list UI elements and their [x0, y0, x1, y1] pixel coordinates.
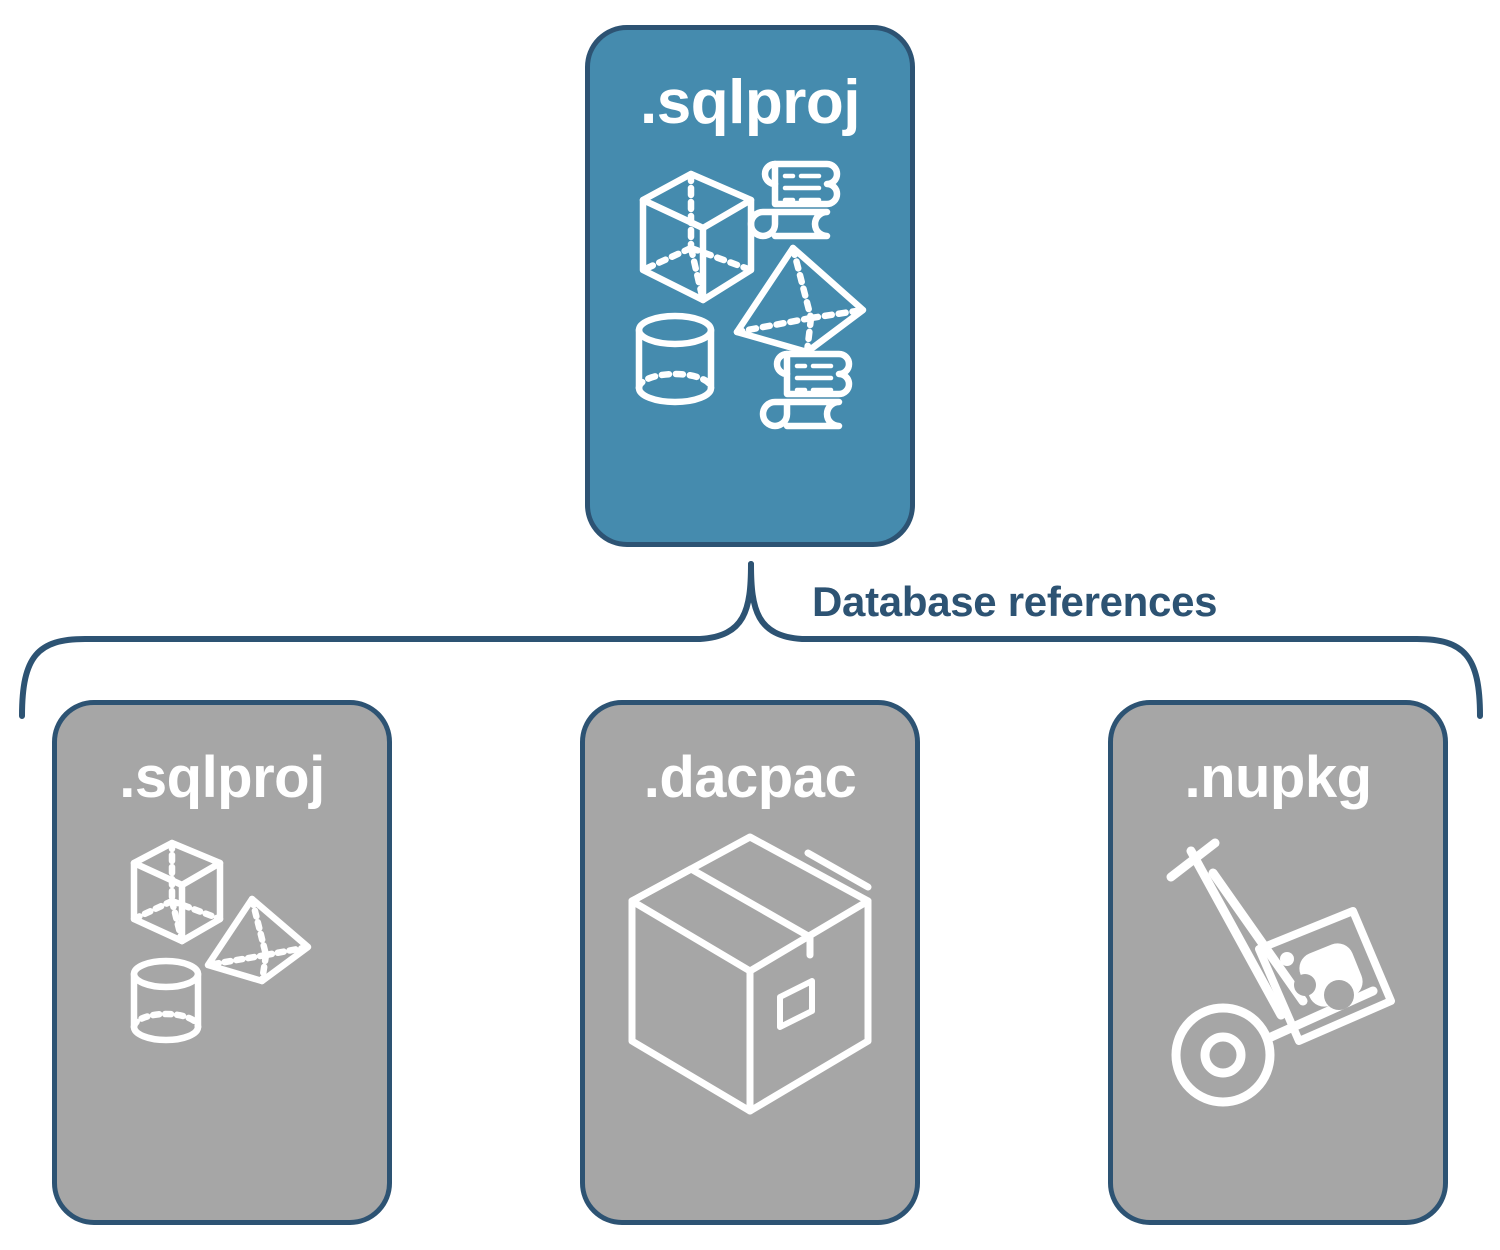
wireframe-cylinder-icon — [635, 312, 715, 406]
nupkg-delivery-icon-group — [1153, 829, 1403, 1119]
scroll-icon — [759, 350, 853, 430]
sqlproj-objects-icon-group — [625, 152, 875, 442]
node-sqlproj-root[interactable]: .sqlproj — [585, 25, 915, 547]
hand-truck-package-icon — [1166, 838, 1395, 1107]
node-ref-dacpac[interactable]: .dacpac — [580, 700, 920, 1225]
node-title: .sqlproj — [640, 68, 860, 137]
shipping-box-icon — [628, 833, 872, 1115]
node-ref-nupkg[interactable]: .nupkg — [1108, 700, 1448, 1225]
node-ref-sqlproj[interactable]: .sqlproj — [52, 700, 392, 1225]
wireframe-cube-icon — [639, 170, 755, 304]
wireframe-cylinder-icon — [130, 957, 202, 1044]
node-title: .sqlproj — [119, 745, 325, 810]
bracket-label: Database references — [812, 578, 1218, 625]
sqlproj-objects-icon-group — [122, 829, 322, 1059]
wireframe-pyramid-icon — [204, 895, 312, 985]
dacpac-package-icon-group — [620, 829, 880, 1119]
node-title: .dacpac — [643, 745, 857, 810]
wireframe-cube-icon — [130, 839, 224, 945]
scroll-icon — [747, 160, 841, 240]
wireframe-pyramid-icon — [733, 244, 867, 356]
node-title: .nupkg — [1184, 745, 1372, 810]
